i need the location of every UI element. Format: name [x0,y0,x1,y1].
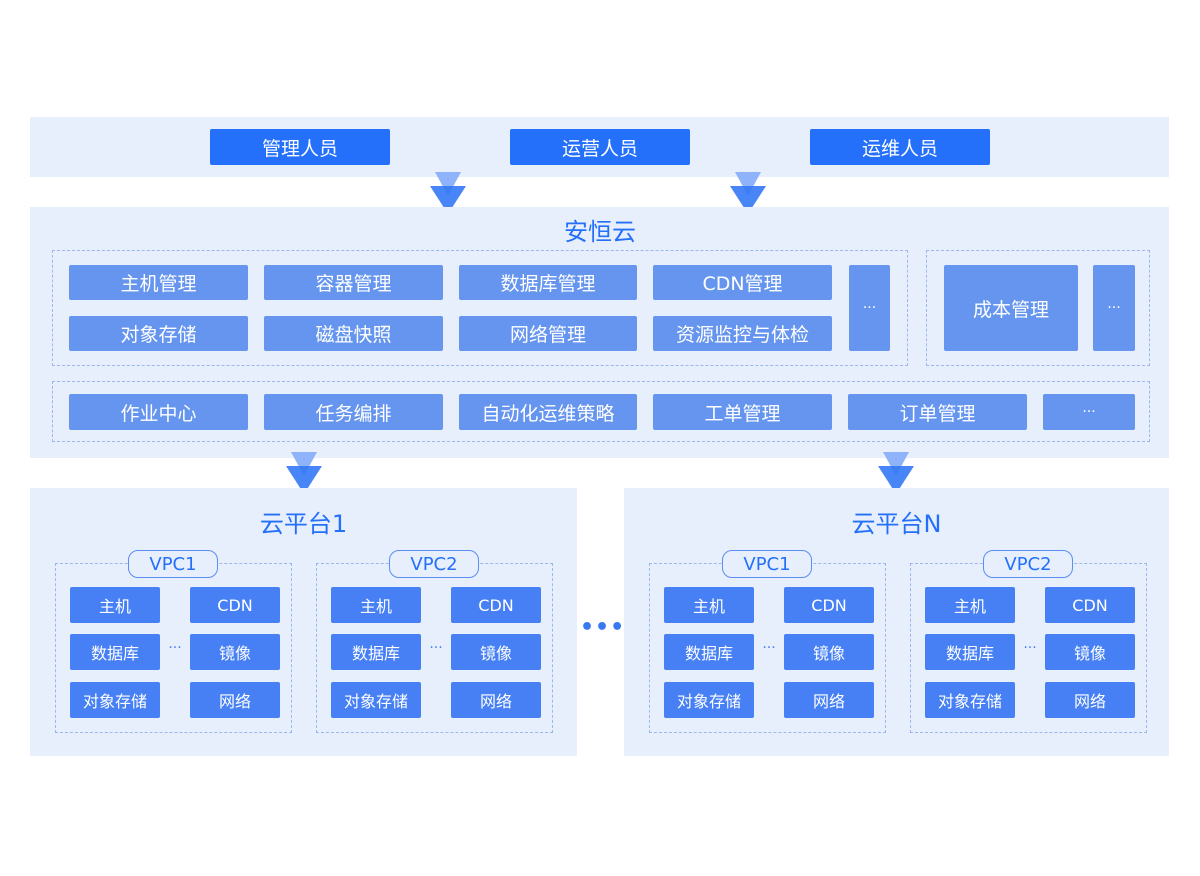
vpc-label[interactable]: VPC1 [128,550,218,578]
vpc-object-storage[interactable]: 对象存储 [70,682,160,718]
vpc-object-storage[interactable]: 对象存储 [925,682,1015,718]
module-more[interactable]: ··· [849,265,890,351]
module-task-orchestration[interactable]: 任务编排 [264,394,443,430]
more-platforms-ellipsis: ••• [580,615,626,640]
vpc-object-storage[interactable]: 对象存储 [664,682,754,718]
vpc-image[interactable]: 镜像 [190,634,280,670]
arrow-down-icon [730,172,766,214]
module-cost-mgmt[interactable]: 成本管理 [944,265,1078,351]
cost-group [926,250,1150,366]
module-network-mgmt[interactable]: 网络管理 [459,316,637,351]
ops-group [52,381,1150,442]
vpc-network[interactable]: 网络 [451,682,541,718]
vpc-host[interactable]: 主机 [925,587,1015,623]
vpc-more-ellipsis: ··· [429,640,443,656]
module-ops-more[interactable]: ··· [1043,394,1135,430]
arrow-down-icon [286,452,322,494]
vpc-host[interactable]: 主机 [664,587,754,623]
module-job-center[interactable]: 作业中心 [69,394,248,430]
core-platform-title: 安恒云 [564,218,636,246]
module-ticket-mgmt[interactable]: 工单管理 [653,394,832,430]
vpc-image[interactable]: 镜像 [784,634,874,670]
resource-group [52,250,908,366]
role-devops[interactable]: 运维人员 [810,129,990,165]
module-container-mgmt[interactable]: 容器管理 [264,265,443,300]
vpc-image[interactable]: 镜像 [1045,634,1135,670]
module-object-storage[interactable]: 对象存储 [69,316,248,351]
module-disk-snapshot[interactable]: 磁盘快照 [264,316,443,351]
vpc-cdn[interactable]: CDN [190,587,280,623]
module-order-mgmt[interactable]: 订单管理 [848,394,1027,430]
vpc-more-ellipsis: ··· [762,640,776,656]
vpc-cdn[interactable]: CDN [784,587,874,623]
vpc-network[interactable]: 网络 [784,682,874,718]
vpc-cdn[interactable]: CDN [451,587,541,623]
cloud-platform-title: 云平台1 [259,510,348,538]
role-admin[interactable]: 管理人员 [210,129,390,165]
vpc-database[interactable]: 数据库 [70,634,160,670]
vpc-image[interactable]: 镜像 [451,634,541,670]
vpc-label[interactable]: VPC2 [389,550,479,578]
module-auto-ops-policy[interactable]: 自动化运维策略 [459,394,637,430]
module-database-mgmt[interactable]: 数据库管理 [459,265,637,300]
module-resource-monitor[interactable]: 资源监控与体检 [653,316,832,351]
vpc-host[interactable]: 主机 [331,587,421,623]
role-operations[interactable]: 运营人员 [510,129,690,165]
arrow-down-icon [878,452,914,494]
module-cdn-mgmt[interactable]: CDN管理 [653,265,832,300]
module-cost-more[interactable]: ··· [1093,265,1135,351]
vpc-host[interactable]: 主机 [70,587,160,623]
module-host-mgmt[interactable]: 主机管理 [69,265,248,300]
vpc-label[interactable]: VPC1 [722,550,812,578]
vpc-more-ellipsis: ··· [168,640,182,656]
vpc-network[interactable]: 网络 [190,682,280,718]
vpc-database[interactable]: 数据库 [331,634,421,670]
vpc-cdn[interactable]: CDN [1045,587,1135,623]
cloud-platform-title: 云平台N [851,510,942,538]
vpc-network[interactable]: 网络 [1045,682,1135,718]
vpc-database[interactable]: 数据库 [925,634,1015,670]
vpc-label[interactable]: VPC2 [983,550,1073,578]
arrow-down-icon [430,172,466,214]
vpc-database[interactable]: 数据库 [664,634,754,670]
vpc-more-ellipsis: ··· [1023,640,1037,656]
vpc-object-storage[interactable]: 对象存储 [331,682,421,718]
